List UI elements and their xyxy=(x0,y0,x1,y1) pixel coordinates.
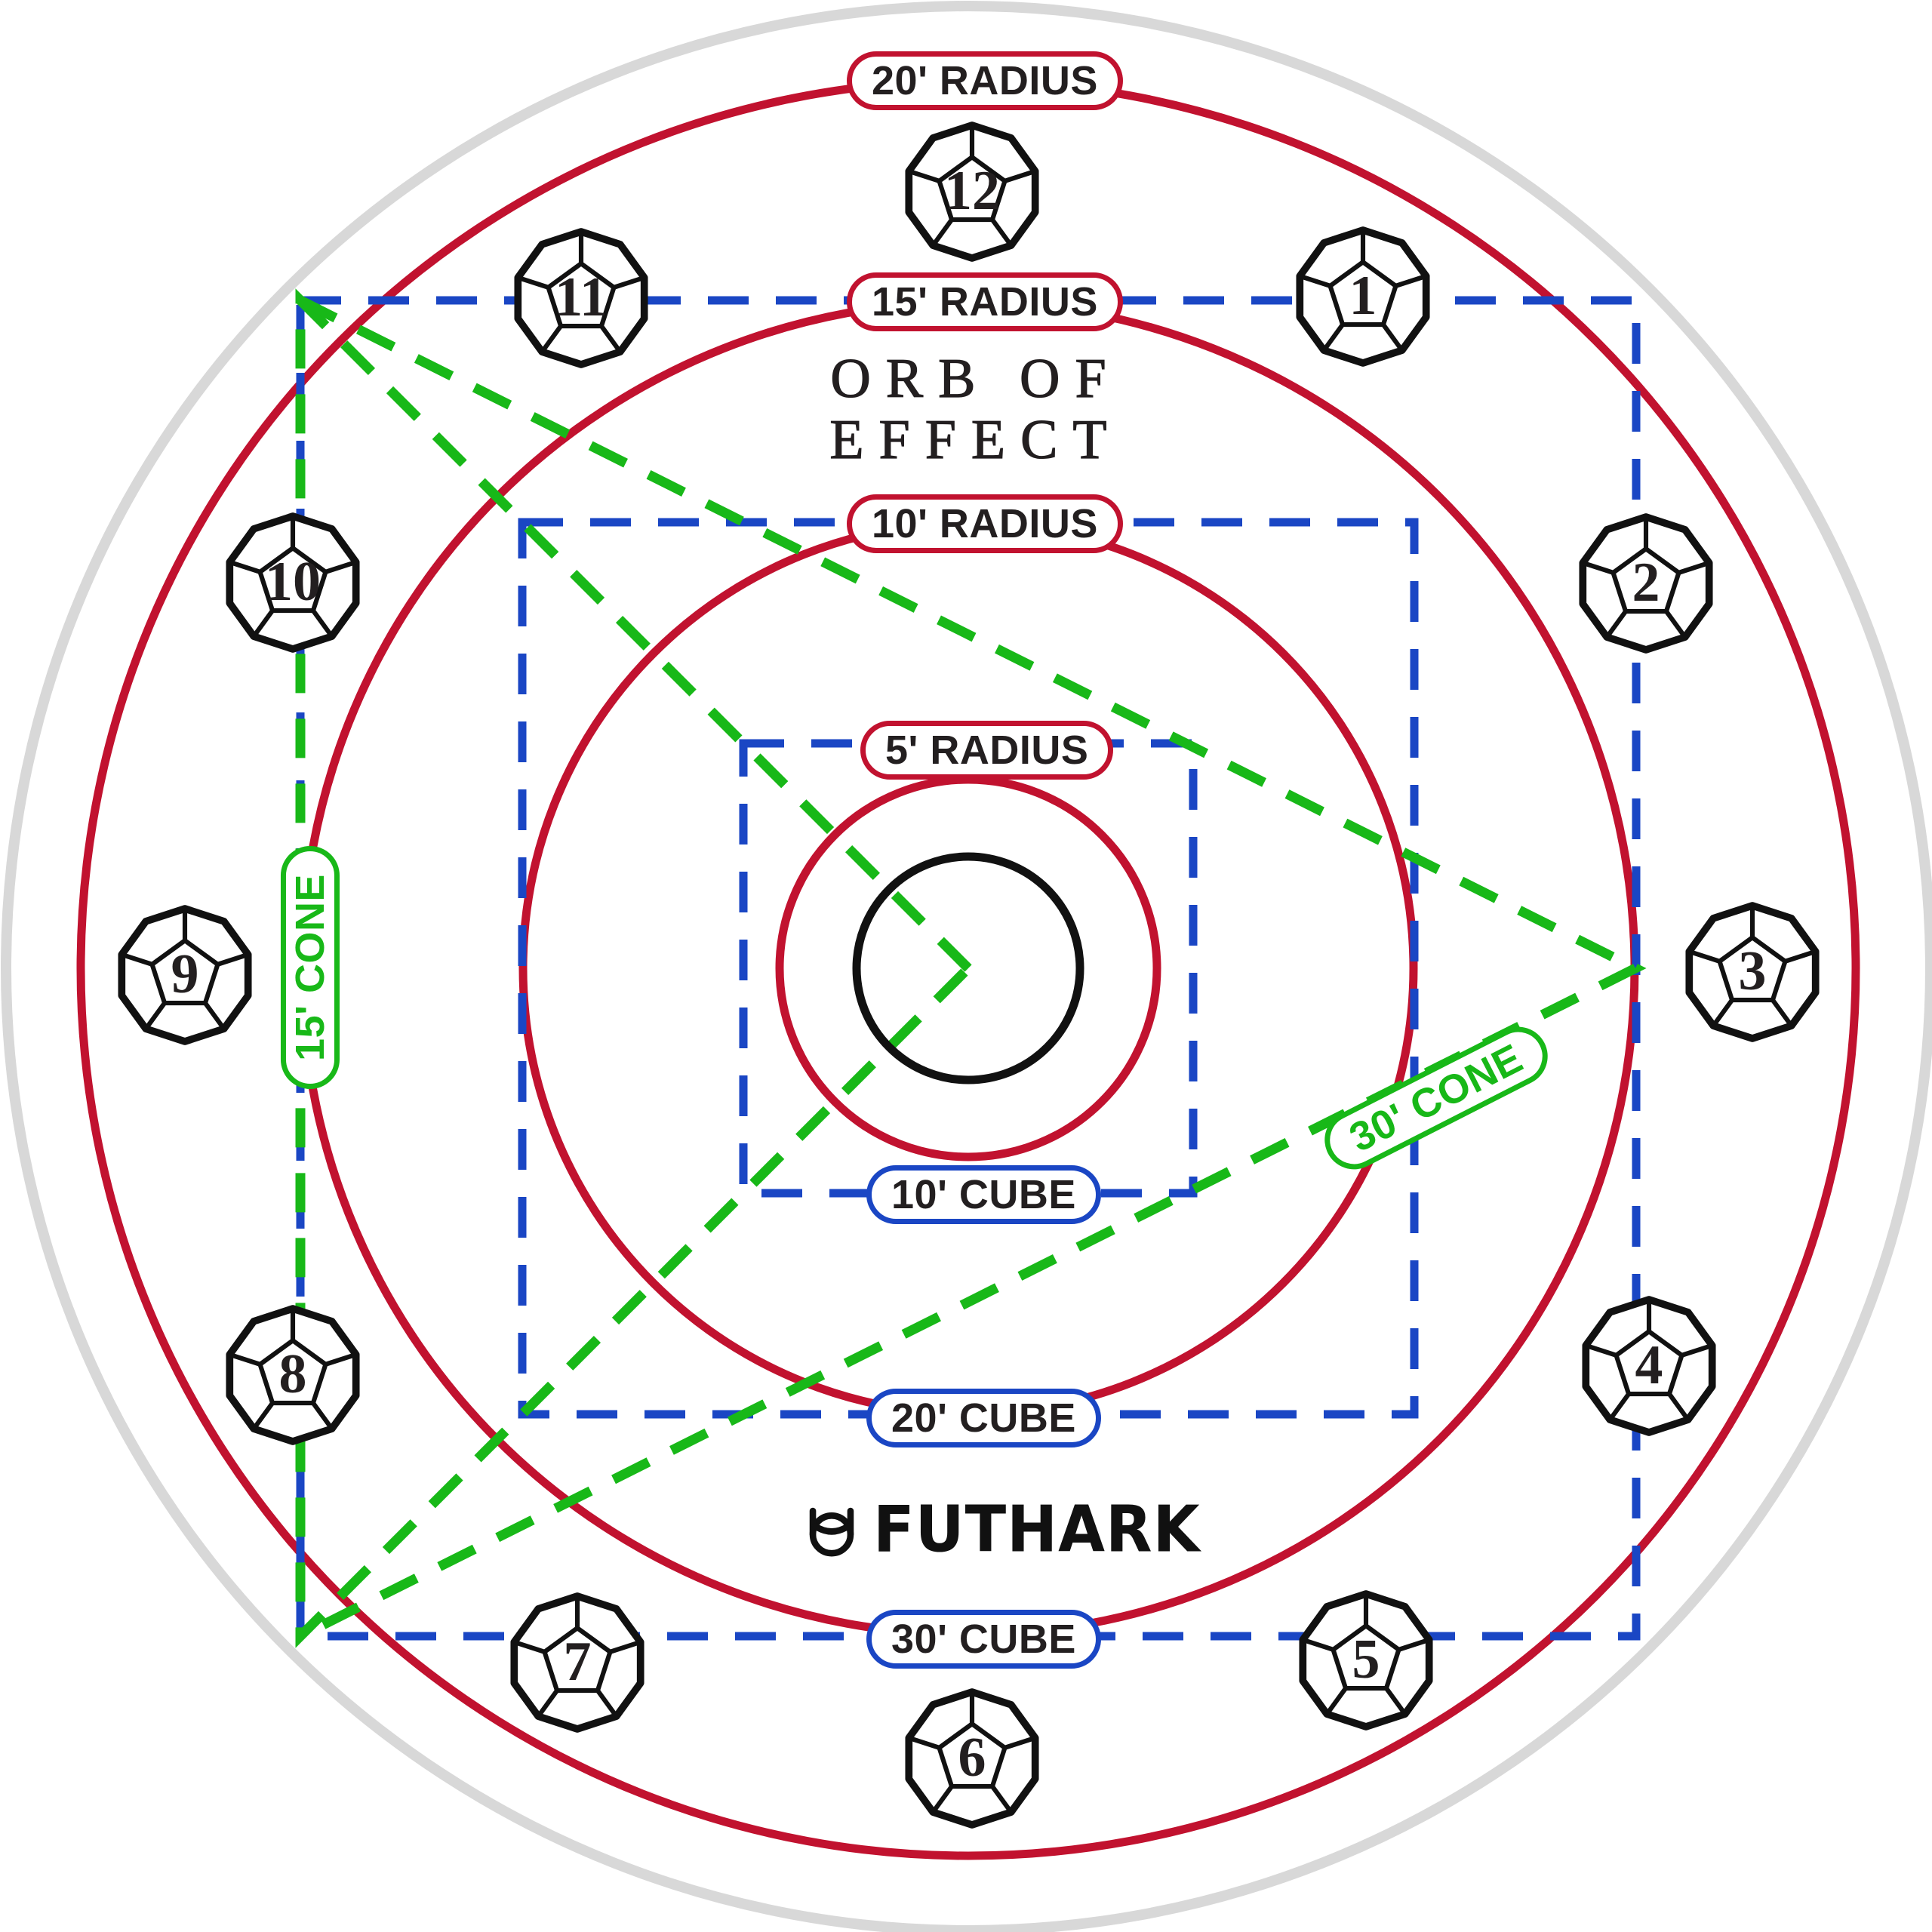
die-number: 10 xyxy=(265,550,321,612)
die-marker-3[interactable]: 3 xyxy=(1689,906,1815,1038)
die-number: 11 xyxy=(555,266,608,328)
die-number: 6 xyxy=(958,1726,986,1788)
label-20ft-cube[interactable]: 20' CUBE xyxy=(866,1389,1101,1447)
label-15ft-radius[interactable]: 15' RADIUS xyxy=(847,272,1123,331)
die-marker-7[interactable]: 7 xyxy=(514,1596,640,1729)
label-5ft-radius[interactable]: 5' RADIUS xyxy=(860,721,1114,780)
die-marker-11[interactable]: 11 xyxy=(518,232,644,365)
die-marker-1[interactable]: 1 xyxy=(1300,230,1426,363)
die-number: 7 xyxy=(564,1630,592,1692)
label-10ft-cube[interactable]: 10' CUBE xyxy=(866,1165,1101,1224)
die-marker-6[interactable]: 6 xyxy=(909,1692,1035,1825)
die-number: 1 xyxy=(1349,264,1377,326)
die-marker-2[interactable]: 2 xyxy=(1583,517,1709,650)
label-10ft-radius[interactable]: 10' RADIUS xyxy=(847,494,1123,553)
die-number: 9 xyxy=(171,943,199,1004)
die-number: 2 xyxy=(1632,551,1660,613)
label-20ft-radius[interactable]: 20' RADIUS xyxy=(847,51,1123,110)
die-marker-8[interactable]: 8 xyxy=(229,1309,355,1441)
futhark-logo: FUTHARK xyxy=(802,1492,1201,1567)
circle-5ft-radius xyxy=(775,775,1161,1161)
die-number: 8 xyxy=(279,1343,307,1404)
die-number: 4 xyxy=(1635,1334,1663,1395)
die-marker-4[interactable]: 4 xyxy=(1586,1300,1712,1432)
die-number: 3 xyxy=(1739,940,1767,1001)
die-marker-12[interactable]: 12 xyxy=(909,125,1035,258)
die-marker-9[interactable]: 9 xyxy=(122,909,248,1041)
wordmark-line-1: ORB OF xyxy=(830,348,1121,411)
die-marker-5[interactable]: 5 xyxy=(1303,1594,1429,1727)
die-number: 12 xyxy=(944,159,1000,221)
orb-of-effect-wordmark: ORB OF EFFECT xyxy=(787,348,1149,472)
label-15ft-cone[interactable]: 15' CONE xyxy=(280,846,340,1089)
cone-15ft xyxy=(295,288,976,1648)
origin-token xyxy=(852,852,1084,1084)
label-30ft-cube[interactable]: 30' CUBE xyxy=(866,1610,1101,1669)
die-number: 5 xyxy=(1352,1628,1380,1690)
futhark-wordmark: FUTHARK xyxy=(873,1492,1201,1567)
die-marker-10[interactable]: 10 xyxy=(229,516,355,649)
wordmark-line-2: EFFECT xyxy=(829,409,1122,472)
horned-circle-icon xyxy=(809,1507,854,1556)
cone-30ft-rays xyxy=(298,296,1647,1641)
